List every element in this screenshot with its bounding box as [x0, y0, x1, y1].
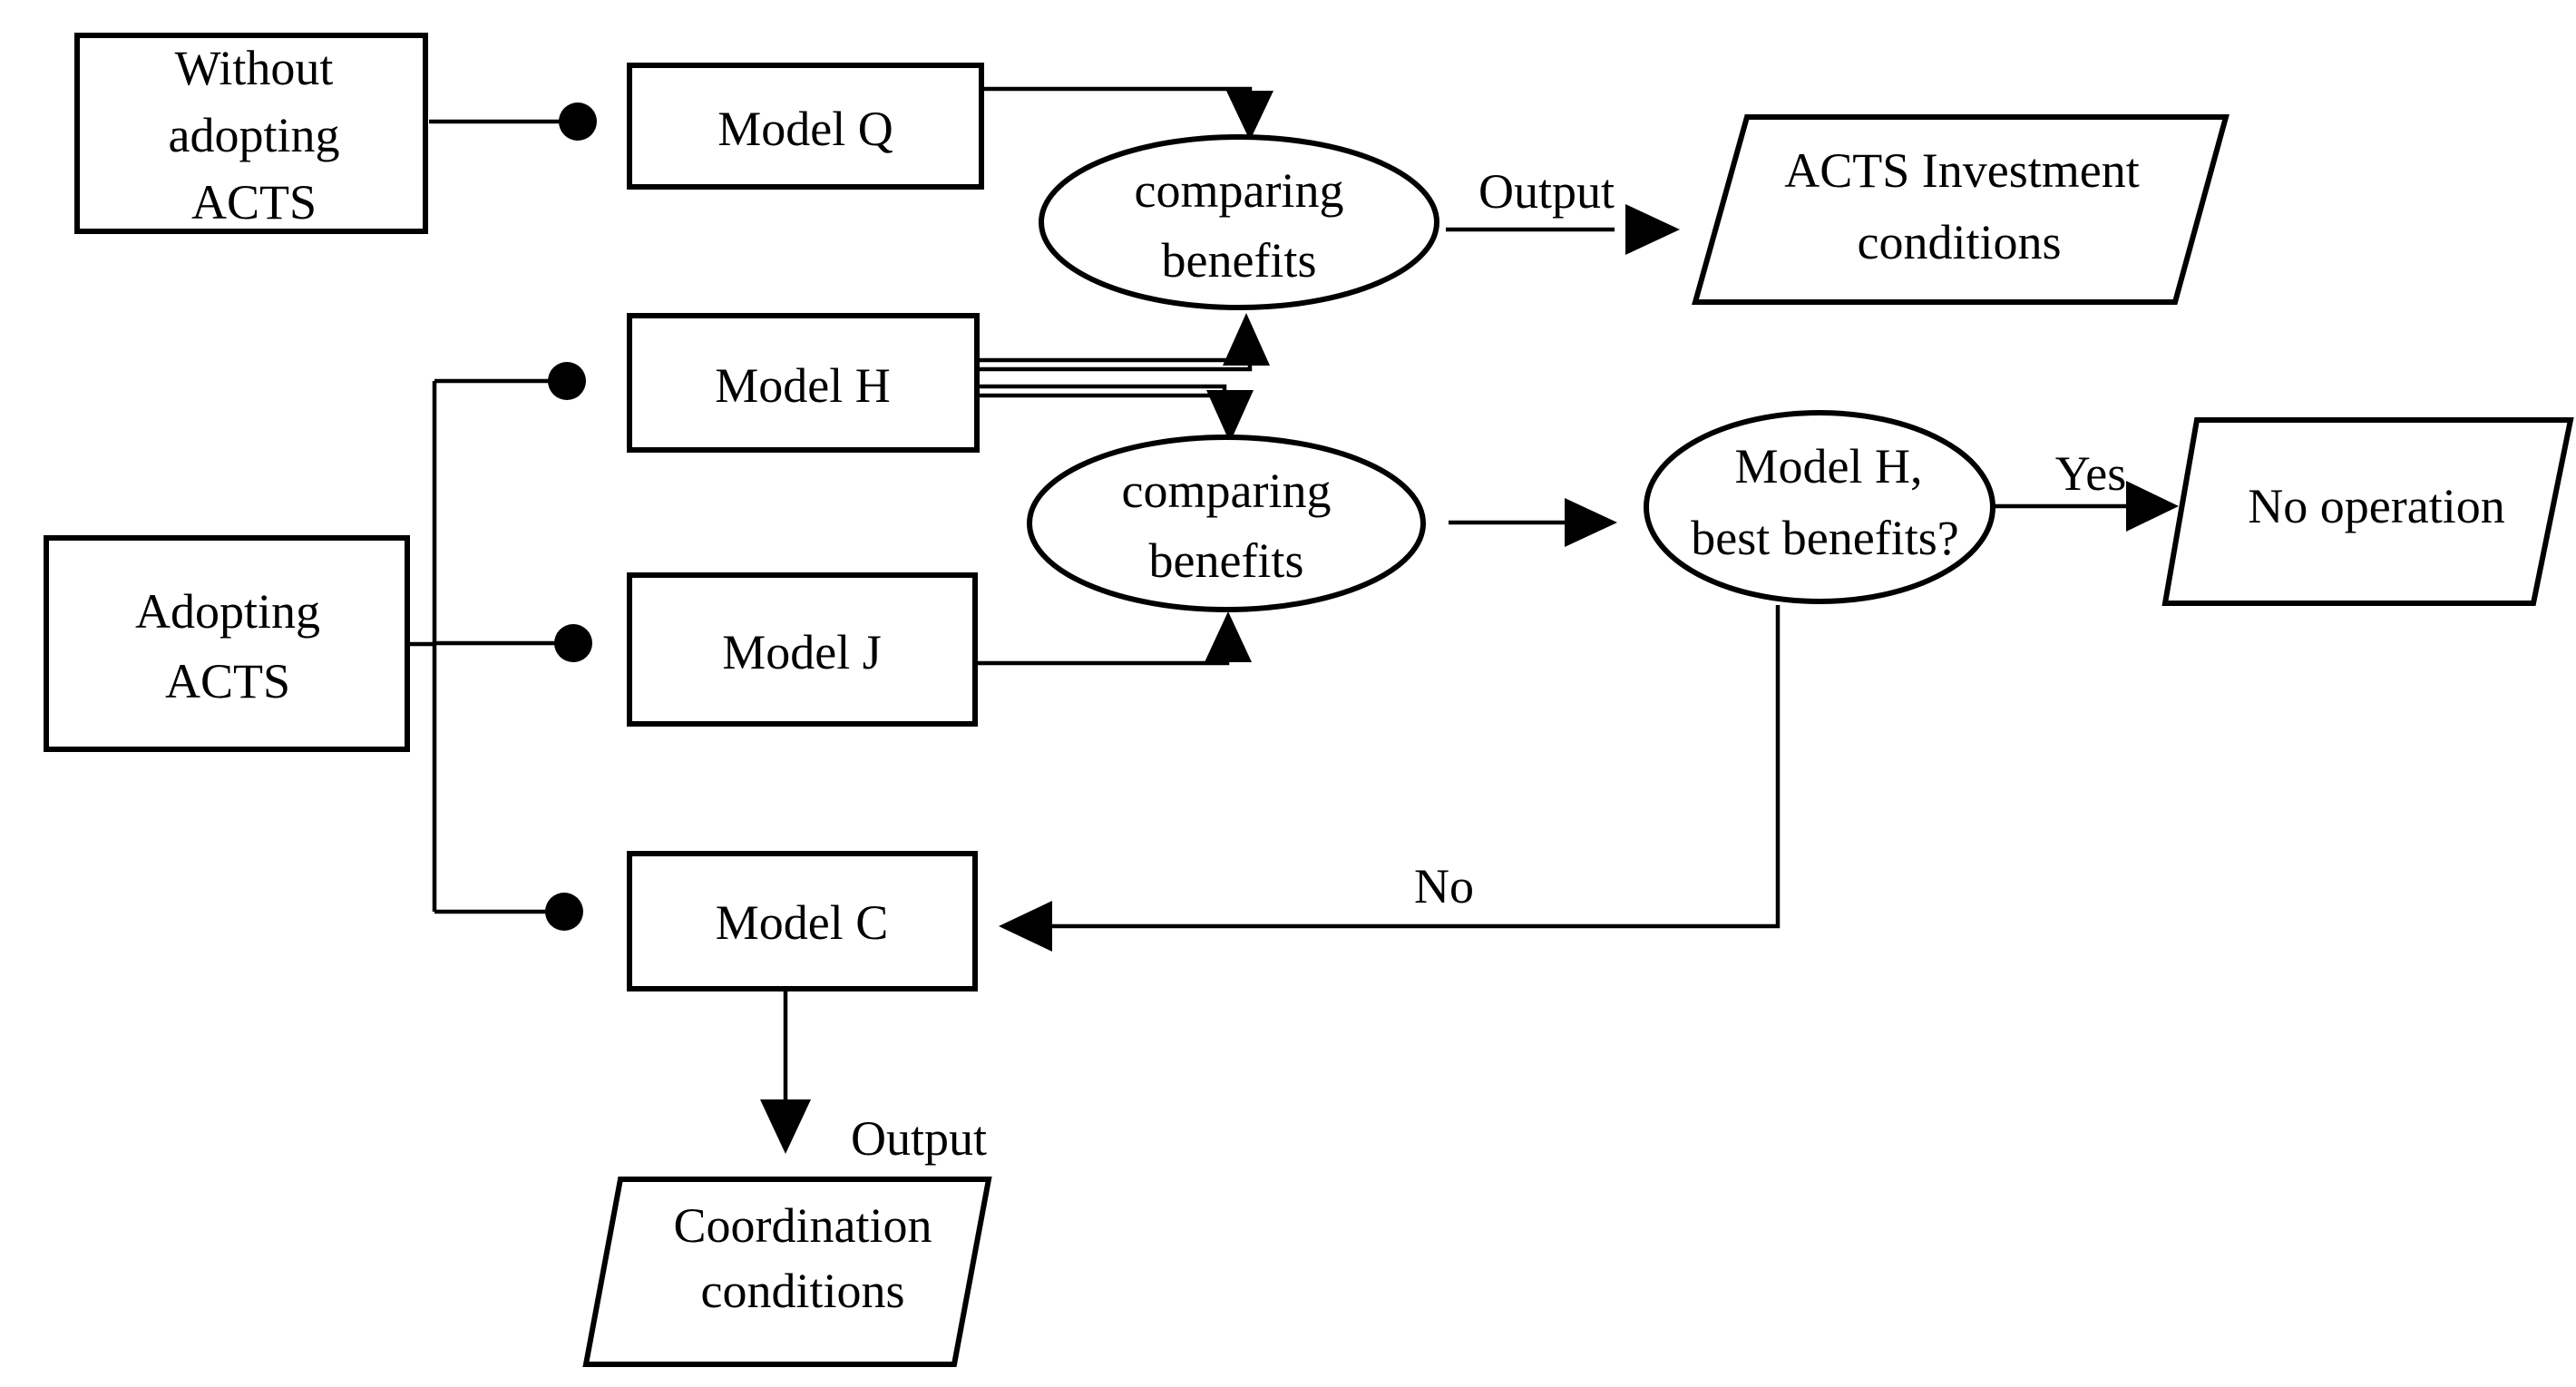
box-model-c — [627, 851, 978, 991]
model-j-label: Model J — [722, 625, 882, 679]
arrowhead-right-decision — [1565, 498, 1617, 547]
node-without-acts: Without adopting ACTS — [74, 33, 428, 234]
edge-modelh-to-compare-top-b — [978, 343, 1253, 372]
node-acts-investment: ACTS Investment conditions — [1692, 114, 2230, 305]
compare-mid-line-2: benefits — [1149, 533, 1304, 588]
arrowhead-down-compare-mid — [1206, 390, 1254, 443]
edge-decision-to-modelc — [1052, 605, 1781, 929]
model-q-label: Model Q — [717, 102, 893, 156]
node-model-h: Model H — [627, 313, 980, 453]
acts-investment-line-2: conditions — [1858, 215, 2062, 269]
edge-label-output-bottom: Output — [851, 1111, 987, 1166]
decision-line-1: Model H, — [1735, 439, 1923, 493]
parallelogram-coordination — [582, 1177, 992, 1367]
edge-label-no: No — [1414, 859, 1474, 913]
box-model-h — [627, 313, 980, 453]
edge-label-yes: Yes — [2055, 446, 2127, 501]
node-compare-mid: comparing benefits — [1027, 435, 1426, 612]
compare-top-line-2: benefits — [1162, 233, 1317, 288]
node-model-j: Model J — [627, 572, 978, 727]
connector-dot-modelj — [554, 624, 592, 662]
adopting-acts-line-2: ACTS — [165, 654, 290, 708]
ellipse-compare-top — [1039, 134, 1439, 310]
ellipse-decision — [1644, 410, 1995, 604]
edge-label-output-top: Output — [1478, 164, 1615, 219]
connector-dot-modelc — [545, 893, 583, 931]
arrowhead-down-compare-top — [1226, 91, 1273, 141]
box-model-j — [627, 572, 978, 727]
arrowhead-left-modelc — [999, 901, 1052, 952]
edge-labels: Output Yes No Output — [851, 164, 2126, 1166]
arrowhead-up-compare-mid — [1205, 611, 1252, 662]
edge-modelh-to-compare-mid — [978, 384, 1227, 410]
decision-line-2: best benefits? — [1691, 511, 1958, 565]
node-compare-top: comparing benefits — [1039, 134, 1439, 310]
edge-modelq-to-compare-top — [983, 86, 1253, 113]
without-acts-line-2: adopting — [169, 108, 340, 162]
edge-modelj-to-compare-mid — [977, 641, 1230, 666]
node-model-q: Model Q — [627, 63, 984, 190]
without-acts-line-1: Without — [175, 41, 334, 95]
connector-dot-modelh — [548, 362, 586, 400]
box-without-acts — [74, 33, 428, 234]
model-c-label: Model C — [716, 895, 889, 950]
acts-investment-line-1: ACTS Investment — [1784, 143, 2139, 198]
arrowhead-up-compare-top — [1223, 313, 1270, 366]
without-acts-line-3: ACTS — [191, 175, 317, 230]
box-model-q — [627, 63, 984, 190]
coordination-line-1: Coordination — [674, 1198, 932, 1253]
connector-dot-modelq — [559, 103, 597, 141]
compare-top-line-1: comparing — [1135, 163, 1344, 218]
ellipse-compare-mid — [1027, 435, 1426, 612]
node-adopting-acts: Adopting ACTS — [44, 535, 410, 752]
node-model-c: Model C — [627, 851, 978, 991]
compare-mid-line-1: comparing — [1122, 464, 1332, 518]
node-coordination: Coordination conditions — [582, 1177, 992, 1367]
edge-modelh-to-compare-top — [978, 343, 1245, 363]
node-no-operation: No operation — [2161, 417, 2574, 606]
node-decision: Model H, best benefits? — [1644, 410, 1995, 604]
model-h-label: Model H — [715, 358, 890, 413]
arrowheads — [760, 91, 2179, 1154]
arrowhead-right-nooperation — [2126, 481, 2179, 532]
arrowhead-down-coordination — [760, 1099, 811, 1154]
parallelogram-no-operation — [2161, 417, 2574, 606]
coordination-line-2: conditions — [701, 1264, 905, 1318]
arrowhead-right-investment — [1625, 204, 1680, 255]
no-operation-label: No operation — [2248, 479, 2504, 533]
box-adopting-acts — [44, 535, 410, 752]
parallelogram-acts-investment — [1692, 114, 2230, 305]
adopting-acts-line-1: Adopting — [135, 584, 320, 639]
edge-modelh-to-compare-mid-b — [978, 393, 1236, 410]
